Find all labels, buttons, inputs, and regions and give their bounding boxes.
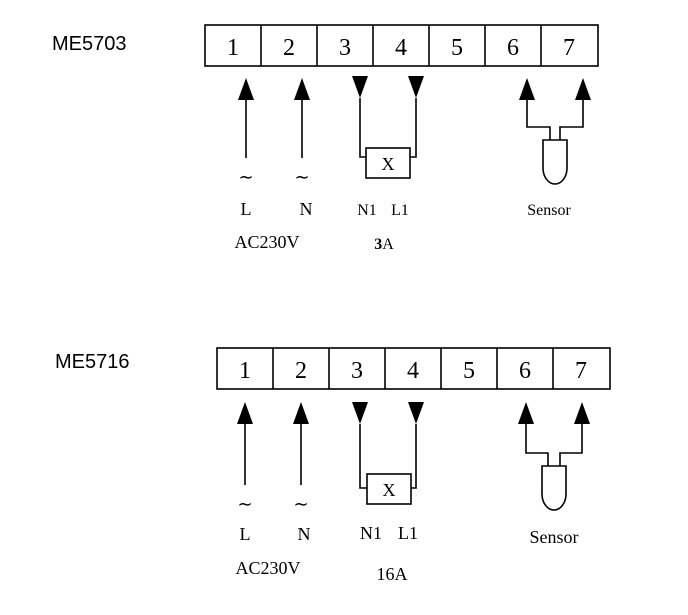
arrow-up-icon [294, 78, 310, 100]
wire [411, 424, 417, 489]
terminal-number: 4 [395, 35, 407, 61]
label-n1: N1 [357, 202, 377, 219]
arrow-up-icon [237, 402, 253, 424]
wire [559, 100, 584, 140]
terminal-number: 6 [507, 35, 519, 61]
label-n: N [300, 199, 313, 219]
label-l1: L1 [391, 202, 409, 219]
terminal-strip-frame [204, 24, 599, 67]
ac-symbol-icon: ∼ [237, 494, 252, 514]
label-current: 3A [374, 236, 394, 253]
sensor-probe-icon [542, 139, 568, 185]
terminal-number: 3 [351, 358, 363, 384]
terminal-number: 1 [239, 358, 251, 384]
terminal-strip: 1 2 3 4 5 6 7 [204, 24, 599, 67]
label-supply: AC230V [235, 558, 300, 578]
arrow-down-icon [408, 76, 424, 98]
diagram-me5703: ME5703 1 2 3 4 5 6 7 ∼ ∼ [52, 24, 599, 253]
label-sensor: Sensor [527, 202, 571, 219]
wire [525, 424, 549, 466]
terminal-number: 7 [563, 35, 575, 61]
sensor-connection [519, 78, 591, 185]
arrow-up-icon [293, 402, 309, 424]
arrow-down-icon [408, 402, 424, 424]
load-symbol: X [383, 480, 396, 500]
model-label: ME5716 [55, 351, 130, 373]
ac-symbol-icon: ∼ [294, 167, 309, 187]
arrow-up-icon [519, 78, 535, 100]
arrow-up-icon [574, 402, 590, 424]
arrow-down-icon [352, 76, 368, 98]
wire [359, 424, 367, 489]
label-sensor: Sensor [530, 527, 579, 547]
arrow-up-icon [575, 78, 591, 100]
label-n1: N1 [360, 523, 382, 543]
sensor-probe-icon [541, 465, 567, 511]
label-l: L [240, 524, 251, 544]
terminal-strip-frame [216, 347, 611, 390]
arrow-up-icon [518, 402, 534, 424]
label-current-unit: A [382, 236, 394, 253]
label-current-number: 3 [374, 236, 382, 253]
wire [410, 98, 417, 158]
label-l1: L1 [398, 523, 418, 543]
supply-line-n: ∼ [293, 402, 309, 514]
label-supply: AC230V [234, 232, 299, 252]
arrow-down-icon [352, 402, 368, 424]
ac-symbol-icon: ∼ [293, 494, 308, 514]
terminal-number: 1 [227, 35, 239, 61]
label-l: L [241, 199, 252, 219]
terminal-number: 5 [463, 358, 475, 384]
label-current: 16A [377, 564, 408, 584]
sensor-connection [518, 402, 590, 511]
terminal-number: 2 [295, 358, 307, 384]
supply-line-n: ∼ [294, 78, 310, 187]
model-label: ME5703 [52, 33, 127, 55]
arrow-up-icon [238, 78, 254, 100]
relay-output: X [352, 402, 424, 505]
load-symbol: X [382, 154, 395, 174]
wire [526, 100, 551, 140]
supply-line-l: ∼ [238, 78, 254, 187]
terminal-number: 5 [451, 35, 463, 61]
terminal-number: 4 [407, 358, 419, 384]
supply-line-l: ∼ [237, 402, 253, 514]
wire [559, 424, 583, 466]
diagram-me5716: ME5716 1 2 3 4 5 6 7 ∼ ∼ [55, 347, 611, 584]
terminal-number: 3 [339, 35, 351, 61]
wire [359, 98, 366, 158]
terminal-number: 7 [575, 358, 587, 384]
label-n: N [298, 524, 311, 544]
ac-symbol-icon: ∼ [238, 167, 253, 187]
load-box [366, 473, 412, 505]
relay-output: X [352, 76, 424, 179]
load-box [365, 147, 411, 179]
terminal-strip: 1 2 3 4 5 6 7 [216, 347, 611, 390]
terminal-number: 6 [519, 358, 531, 384]
terminal-number: 2 [283, 35, 295, 61]
